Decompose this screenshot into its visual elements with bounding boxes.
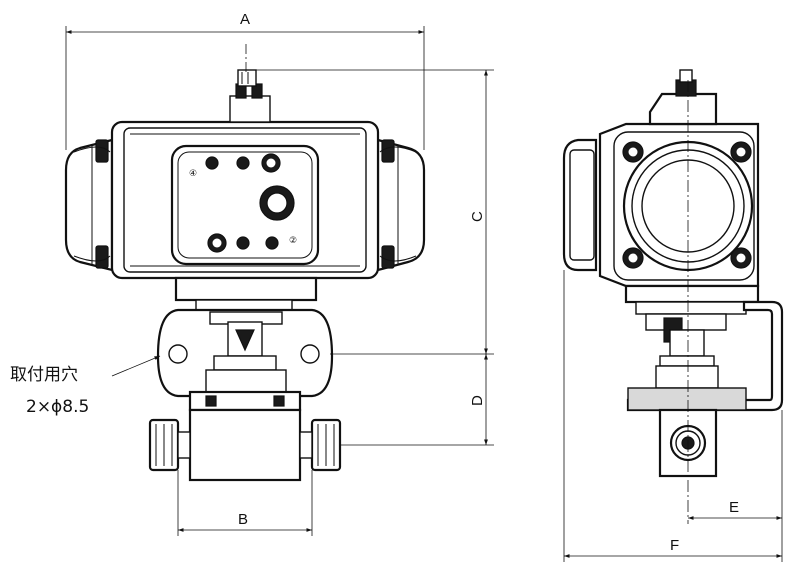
dimension-label-c: C bbox=[469, 211, 486, 222]
svg-text:②: ② bbox=[289, 236, 297, 246]
dimension-label-b: B bbox=[238, 511, 248, 528]
port-hole bbox=[236, 236, 250, 250]
front-dimensions: A C D B 取付用穴 2×ϕ8.5 bbox=[10, 11, 494, 536]
mounting-hole bbox=[168, 344, 188, 364]
side-dimensions: E F bbox=[563, 270, 783, 562]
mounting-note-leader bbox=[111, 355, 161, 377]
svg-text:④: ④ bbox=[189, 169, 197, 179]
port-hole bbox=[205, 156, 219, 170]
actuator-right-endcap bbox=[376, 138, 426, 272]
dimension-label-f: F bbox=[670, 537, 679, 554]
port-hole bbox=[265, 236, 279, 250]
indicator-shaft bbox=[229, 95, 271, 123]
endcap-bolt bbox=[381, 139, 395, 163]
endcap-bolt bbox=[381, 245, 395, 269]
actuator-left-endcap bbox=[64, 138, 114, 272]
dimension-label-a: A bbox=[240, 11, 250, 28]
bottom-flange bbox=[174, 276, 318, 302]
dimension-label-e: E bbox=[729, 499, 739, 516]
side-view bbox=[562, 69, 784, 524]
mounting-note-size: 2×ϕ8.5 bbox=[26, 397, 89, 417]
port-hole bbox=[236, 156, 250, 170]
valve-body bbox=[188, 408, 302, 482]
front-view: ④ ② bbox=[64, 69, 426, 482]
endcap-bolt bbox=[95, 245, 109, 269]
port-plate bbox=[170, 144, 320, 266]
endcap-bolt bbox=[95, 139, 109, 163]
dimension-label-d: D bbox=[469, 395, 486, 406]
mounting-note-title: 取付用穴 bbox=[10, 365, 78, 385]
mounting-hole bbox=[300, 344, 320, 364]
